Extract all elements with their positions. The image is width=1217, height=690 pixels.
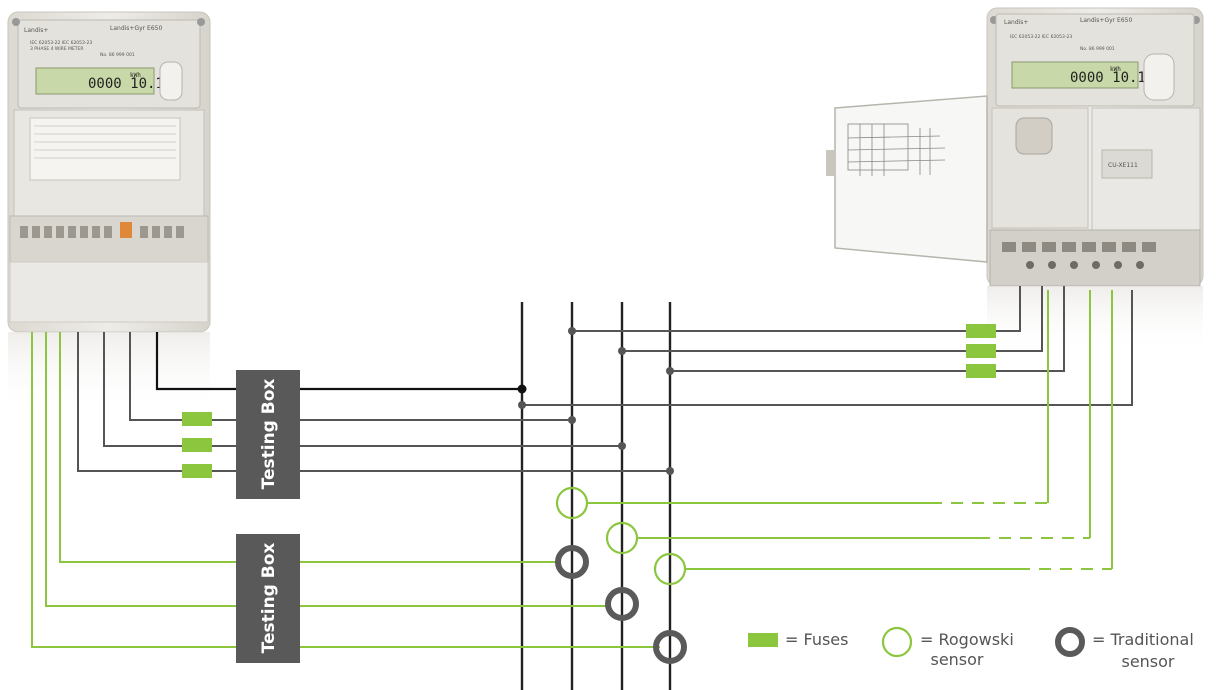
fuse: [182, 412, 212, 426]
traditional-sensor: [555, 545, 589, 579]
testing-box-top: Testing Box: [236, 370, 300, 499]
legend-traditional-swatch: [1055, 627, 1085, 657]
left-meter-brand: Landis+Gyr E650: [110, 25, 162, 32]
traditional-sensor: [653, 630, 687, 664]
right-meter-open-cover: [826, 95, 988, 263]
legend-fuses-label: = Fuses: [785, 630, 848, 649]
svg-text:IEC 62053-22 IEC 62053-23: IEC 62053-22 IEC 62053-23: [30, 40, 92, 46]
left-meter-lcd: 0000 10.13: [88, 76, 172, 92]
rogowski-sensor: [653, 552, 687, 586]
fuse: [182, 438, 212, 452]
sensor-wires: [31, 290, 1113, 648]
svg-text:No. 86 999 001: No. 86 999 001: [100, 52, 135, 58]
bus-bars: [520, 302, 672, 690]
legend: = Fuses = Rogowski sensor = Traditional …: [748, 626, 1194, 671]
fuse: [966, 344, 996, 358]
traditional-sensor: [605, 587, 639, 621]
voltage-wires: [77, 286, 1133, 472]
legend-traditional-label-1: = Traditional: [1092, 630, 1194, 649]
rogowski-sensor: [605, 521, 639, 555]
fuses-right: [966, 324, 996, 378]
svg-text:3 PHASE 4 WIRE METER: 3 PHASE 4 WIRE METER: [30, 46, 84, 52]
svg-text:Testing Box: Testing Box: [259, 543, 279, 654]
legend-rogowski-label-1: = Rogowski: [920, 630, 1014, 649]
right-meter-lcd: 0000 10.13: [1070, 70, 1154, 86]
right-meter-brand: Landis+Gyr E650: [1080, 17, 1132, 24]
legend-rogowski-label-2: sensor: [930, 650, 983, 669]
rogowski-sensors: [555, 486, 687, 586]
left-meter: Landis+ Landis+Gyr E650 IEC 62053-22 IEC…: [7, 11, 211, 412]
svg-text:Landis+: Landis+: [24, 27, 48, 34]
left-meter-lcd-unit: kWh: [130, 72, 141, 79]
fuse: [966, 364, 996, 378]
right-meter-lcd-unit: kWh: [1110, 66, 1121, 73]
testing-box-bottom: Testing Box: [236, 534, 300, 663]
legend-traditional-label-2: sensor: [1121, 652, 1174, 671]
sensor-wires-dashed: [930, 502, 1112, 570]
right-meter: Landis+ Landis+Gyr E650 IEC 62053-22 IEC…: [986, 7, 1204, 356]
svg-text:Landis+: Landis+: [1004, 19, 1028, 26]
right-meter-module-label: CU-XE111: [1108, 162, 1138, 169]
legend-rogowski-swatch: [881, 626, 913, 658]
svg-text:No. 86 999 001: No. 86 999 001: [1080, 46, 1115, 52]
rogowski-sensor: [555, 486, 589, 520]
svg-text:Testing Box: Testing Box: [259, 379, 279, 490]
fuse: [966, 324, 996, 338]
fuse: [182, 464, 212, 478]
svg-text:IEC 62053-22 IEC 62053-23: IEC 62053-22 IEC 62053-23: [1010, 34, 1072, 40]
neutral-wire: [155, 332, 522, 391]
traditional-sensors: [555, 545, 687, 664]
legend-fuse-swatch: [748, 633, 778, 647]
junction-dots: [517, 327, 674, 475]
fuses-left: [182, 412, 212, 478]
